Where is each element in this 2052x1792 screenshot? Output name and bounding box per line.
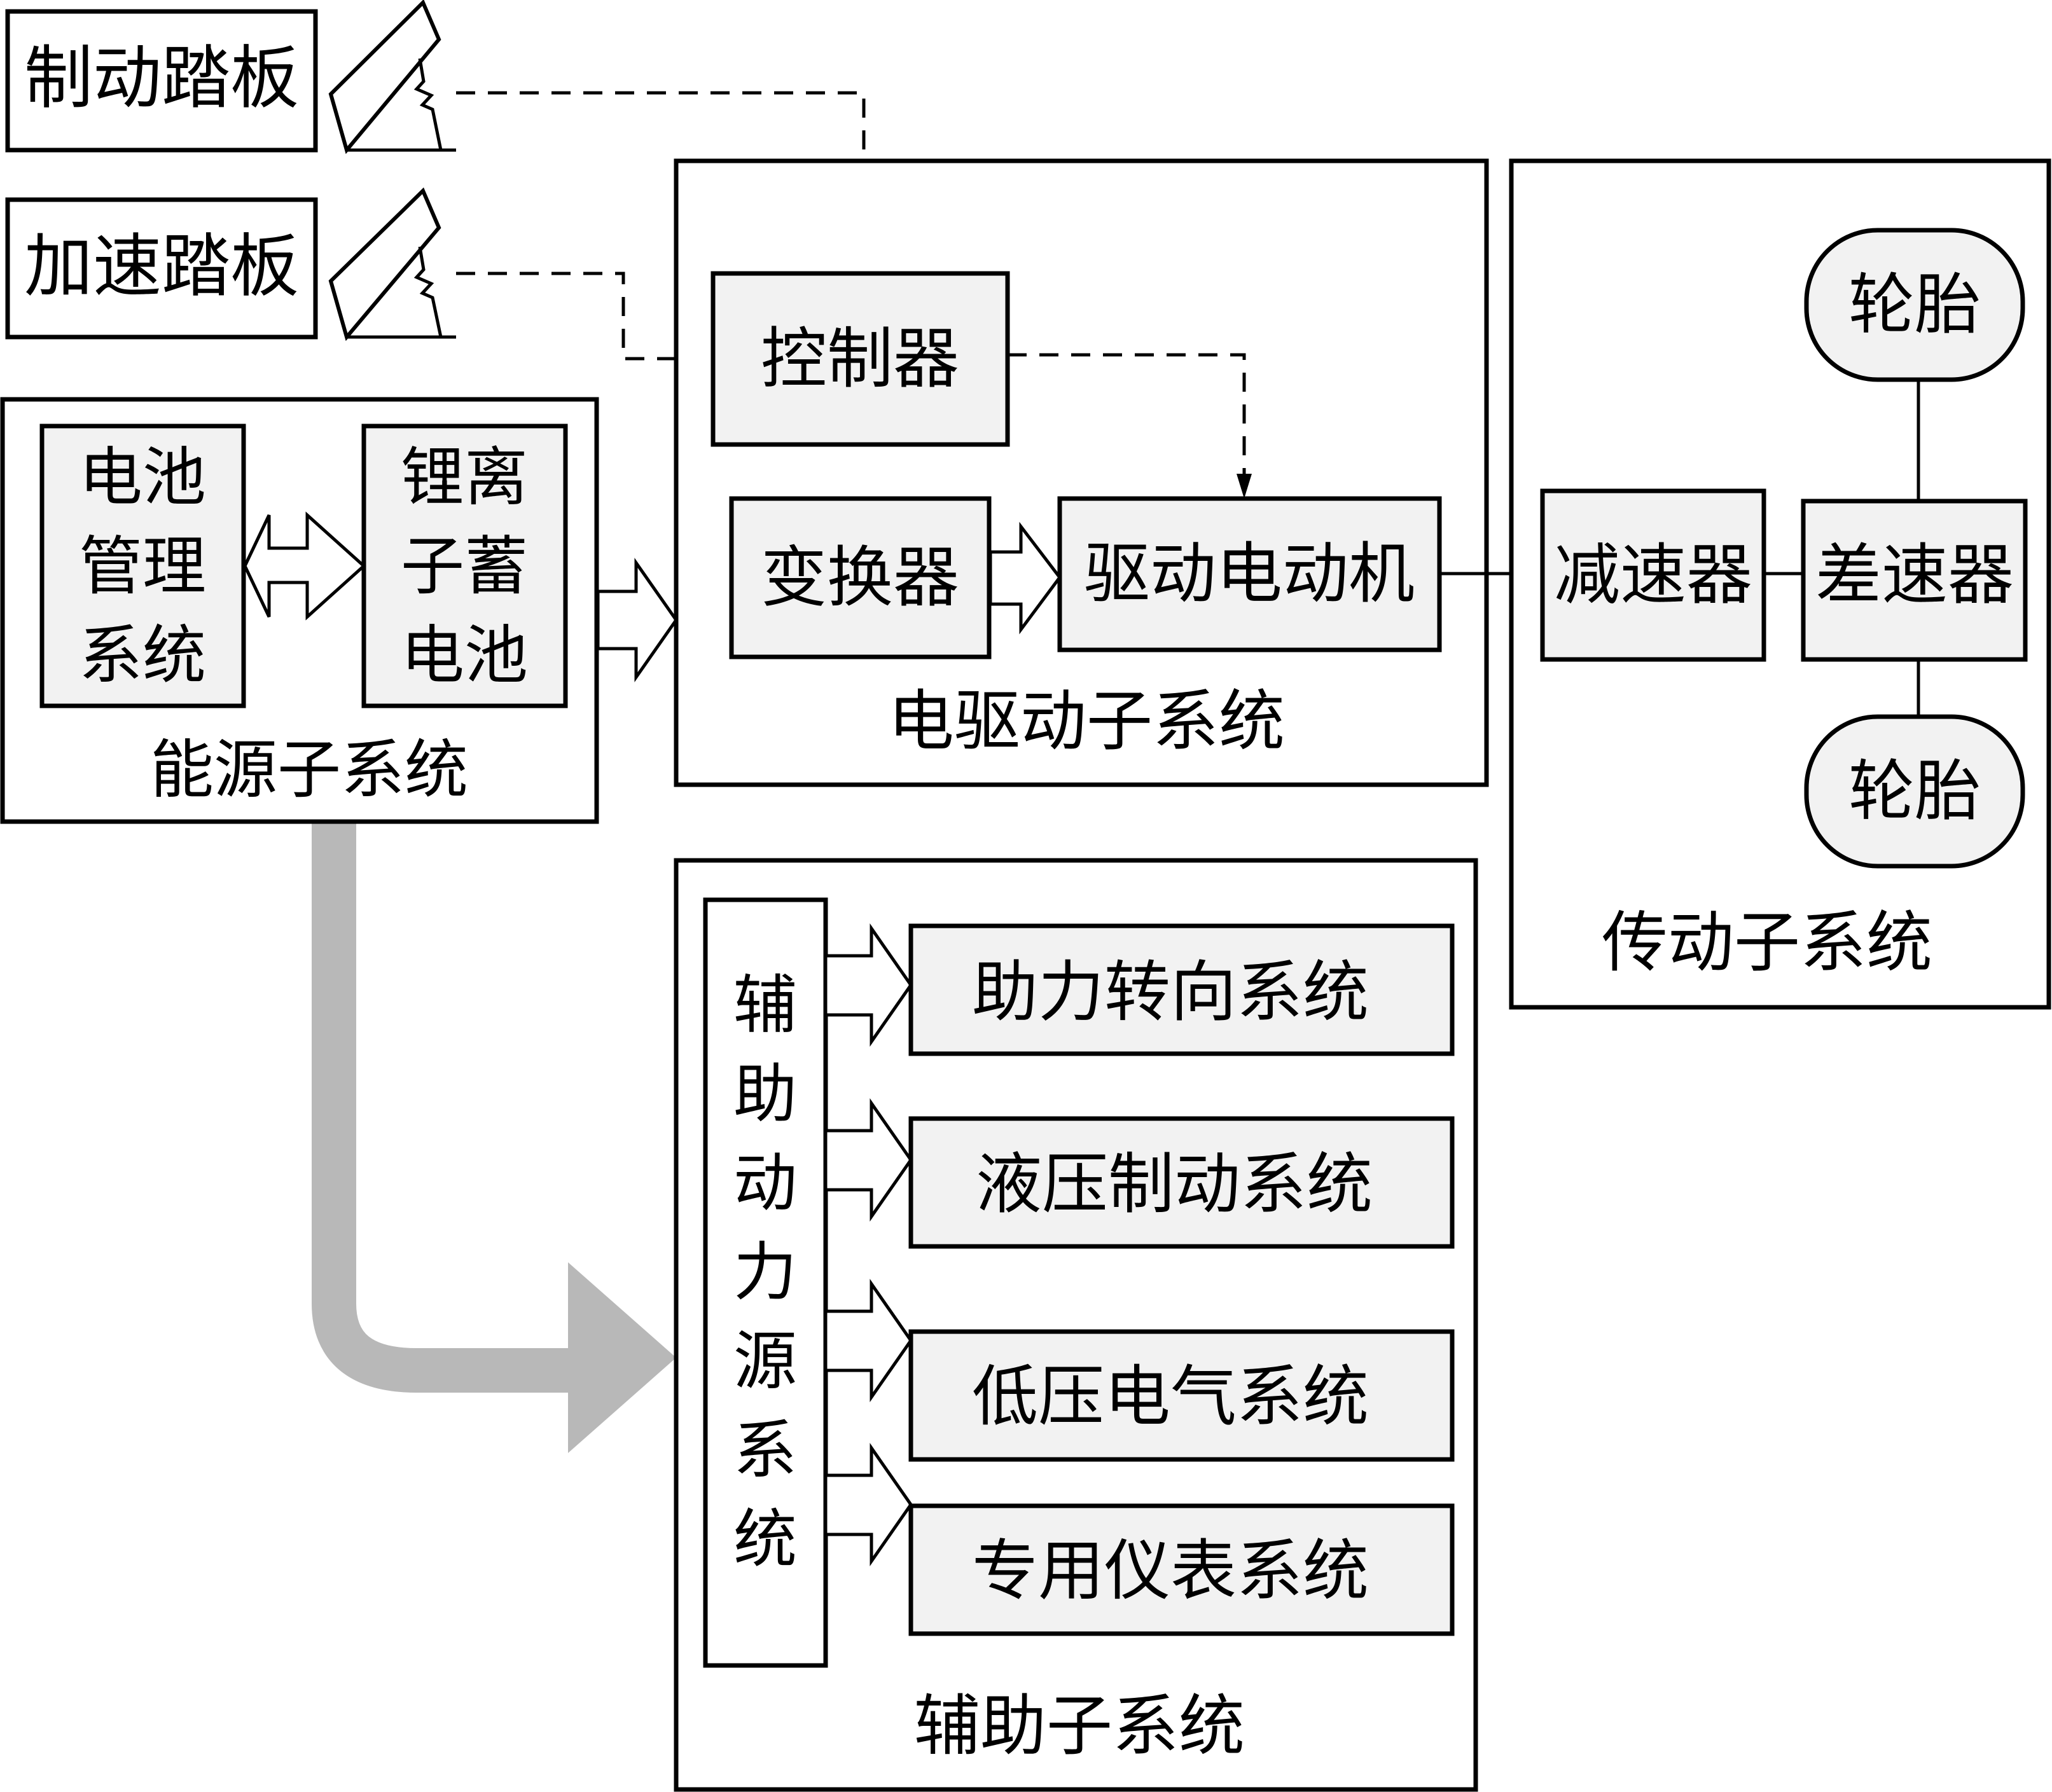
aux-power-char-6: 系	[733, 1413, 797, 1487]
aux-subsystem-title: 辅助子系统	[914, 1687, 1245, 1765]
aux-power-char-5: 源	[733, 1324, 797, 1398]
tire-bottom	[1804, 714, 2025, 869]
electric-drive-subsystem: 控制器 变换器 驱动电动机 电驱动子系统	[674, 158, 1489, 787]
accelerator-pedal-group: 加速踏板	[5, 187, 456, 341]
bms-label-line-2: 管理	[79, 529, 206, 603]
bms-label-line-1: 电池	[79, 440, 206, 514]
differential-box	[1801, 499, 2028, 662]
aux-arrow-low-voltage	[824, 1279, 913, 1402]
energy-to-drive-arrow	[596, 558, 679, 682]
brake-pedal-box	[5, 9, 318, 153]
instrument-system-box	[908, 1503, 1455, 1636]
aux-power-char-2: 助	[733, 1057, 797, 1131]
power-steering-system-box	[908, 923, 1455, 1056]
auxiliary-subsystem: 辅 助 动 力 源 系 统 助力转向系统 液压制动系统 低压电气系统 专用仪表系…	[674, 858, 1478, 1792]
transmission-subsystem-title: 传动子系统	[1602, 904, 1932, 981]
battery-label-line-2: 子蓄	[401, 529, 528, 603]
battery-label-line-1: 锂离	[401, 440, 528, 514]
aux-arrow-instrument	[824, 1443, 913, 1566]
aux-arrow-power-steering	[824, 923, 913, 1047]
brake-pedal-icon	[328, 0, 456, 155]
low-voltage-electrical-system-box	[908, 1329, 1455, 1462]
bms-battery-bidirectional-arrow	[243, 511, 366, 621]
tire-bottom-label: 轮胎	[1848, 752, 1981, 830]
drive-subsystem-title: 电驱动子系统	[888, 682, 1285, 760]
tire-top	[1804, 228, 2025, 382]
low-voltage-electrical-system-label: 低压电气系统	[972, 1358, 1369, 1435]
aux-power-char-4: 力	[733, 1235, 797, 1309]
converter-box	[729, 496, 992, 659]
controller-to-motor-arrowhead	[1237, 474, 1252, 499]
aux-power-char-3: 动	[733, 1146, 797, 1220]
drive-motor-label: 驱动电动机	[1084, 535, 1415, 612]
transmission-subsystem: 减速器 差速器 轮胎 轮胎 传动子系统	[1509, 158, 2051, 1010]
accelerator-pedal-box	[5, 197, 318, 340]
aux-power-source-box	[703, 897, 828, 1668]
controller-to-motor-line	[1008, 353, 1246, 486]
converter-to-motor-arrow	[988, 521, 1062, 635]
drive-subsystem-frame	[674, 158, 1489, 787]
aux-arrow-hydraulic-brake	[824, 1098, 913, 1222]
reducer-label: 减速器	[1554, 536, 1752, 614]
controller-label: 控制器	[761, 320, 959, 397]
hydraulic-brake-system-label: 液压制动系统	[976, 1145, 1373, 1223]
brake-pedal-label: 制动踏板	[24, 39, 299, 118]
bms-box	[39, 424, 246, 708]
brake-pedal-group: 制动踏板	[5, 0, 456, 155]
differential-label: 差速器	[1815, 536, 2014, 614]
tire-top-label: 轮胎	[1848, 266, 1981, 343]
energy-subsystem-title: 能源子系统	[150, 733, 468, 807]
accelerator-pedal-label: 加速踏板	[24, 227, 299, 307]
aux-power-char-1: 辅	[733, 968, 797, 1042]
battery-label-line-3: 电池	[401, 618, 528, 693]
aux-power-char-7: 统	[733, 1502, 797, 1576]
accelerator-pedal-icon	[328, 187, 456, 341]
energy-subsystem: 电池 管理 系统 锂离 子蓄 电池 能源子系统	[0, 397, 599, 824]
bms-label-line-3: 系统	[79, 618, 206, 693]
li-ion-battery-box	[361, 424, 568, 708]
energy-to-aux-arrow	[312, 822, 676, 1453]
controller-box	[711, 271, 1010, 447]
power-steering-system-label: 助力转向系统	[972, 953, 1369, 1031]
instrument-system-label: 专用仪表系统	[972, 1532, 1369, 1609]
hydraulic-brake-system-box	[908, 1116, 1455, 1249]
converter-label: 变换器	[761, 539, 959, 616]
